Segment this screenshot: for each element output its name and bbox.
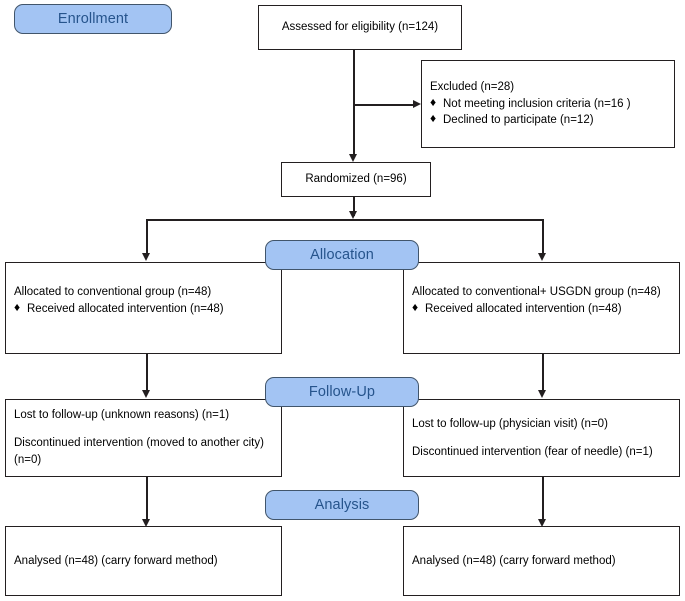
arrowhead-randomized-split: [348, 211, 357, 219]
allocation-left-bullet-text: Received allocated intervention (n=48): [27, 302, 224, 315]
stage-badge-analysis: Analysis: [265, 490, 419, 520]
excluded-reason-text: Declined to participate (n=12): [443, 114, 594, 127]
arrowhead-allocation-left: [142, 253, 150, 261]
connector-followup-right-to-analysis: [542, 477, 544, 523]
follow-up-right-discontinued: Discontinued intervention (fear of needl…: [412, 445, 653, 458]
connector-followup-left-to-analysis: [146, 477, 148, 523]
follow-up-left-discontinued: Discontinued intervention (moved to anot…: [14, 437, 264, 466]
connector-allocation-split: [146, 219, 543, 221]
box-assessed-for-eligibility: Assessed for eligibility (n=124): [258, 5, 462, 50]
box-allocation-right: Allocated to conventional+ USGDN group (…: [403, 262, 680, 354]
stage-badge-allocation: Allocation: [265, 240, 419, 270]
list-item: ♦ Received allocated intervention (n=48): [14, 301, 273, 318]
arrowhead-analysis-left: [142, 519, 150, 527]
assessed-text: Assessed for eligibility (n=124): [281, 21, 439, 34]
connector-assessed-to-randomized: [353, 50, 355, 154]
allocation-right-bullets: ♦ Received allocated intervention (n=48): [412, 301, 671, 318]
stage-badge-follow-up: Follow-Up: [265, 377, 419, 407]
stage-badge-enrollment-label: Enrollment: [57, 11, 129, 27]
box-follow-up-right: Lost to follow-up (physician visit) (n=0…: [403, 399, 680, 477]
randomized-text: Randomized (n=96): [305, 173, 407, 186]
analysis-left-text: Analysed (n=48) (carry forward method): [14, 554, 218, 567]
analysis-right-text: Analysed (n=48) (carry forward method): [412, 554, 616, 567]
arrowhead-followup-right: [538, 390, 546, 398]
arrowhead-to-excluded: [413, 100, 421, 108]
excluded-title: Excluded (n=28): [430, 80, 515, 93]
connector-alloc-left-to-followup: [146, 354, 148, 394]
connector-randomized-stem: [353, 197, 355, 216]
connector-alloc-right-to-followup: [542, 354, 544, 394]
box-excluded: Excluded (n=28) ♦ Not meeting inclusion …: [421, 60, 675, 148]
follow-up-right-lost: Lost to follow-up (physician visit) (n=0…: [412, 417, 608, 430]
connector-split-left: [146, 219, 148, 257]
list-item: ♦ Not meeting inclusion criteria (n=16 ): [430, 96, 666, 113]
list-item: ♦ Received allocated intervention (n=48): [412, 301, 671, 318]
arrowhead-to-randomized: [348, 154, 357, 162]
allocation-right-headline: Allocated to conventional+ USGDN group (…: [412, 286, 661, 298]
box-analysis-left: Analysed (n=48) (carry forward method): [5, 526, 282, 596]
box-analysis-right: Analysed (n=48) (carry forward method): [403, 526, 680, 596]
diamond-bullet-icon: ♦: [14, 299, 21, 314]
list-item: ♦ Declined to participate (n=12): [430, 112, 666, 129]
connector-to-excluded: [353, 104, 415, 106]
stage-badge-allocation-label: Allocation: [310, 247, 374, 263]
diamond-bullet-icon: ♦: [412, 299, 419, 314]
connector-split-right: [542, 219, 544, 257]
arrowhead-analysis-right: [538, 519, 546, 527]
arrowhead-followup-left: [142, 390, 150, 398]
arrowhead-allocation-right: [538, 253, 546, 261]
allocation-left-headline: Allocated to conventional group (n=48): [14, 286, 212, 298]
allocation-right-bullet-text: Received allocated intervention (n=48): [425, 302, 622, 315]
stage-badge-follow-up-label: Follow-Up: [308, 384, 376, 400]
allocation-left-bullets: ♦ Received allocated intervention (n=48): [14, 301, 273, 318]
box-allocation-left: Allocated to conventional group (n=48) ♦…: [5, 262, 282, 354]
excluded-reason-list: ♦ Not meeting inclusion criteria (n=16 )…: [430, 96, 666, 129]
stage-badge-analysis-label: Analysis: [314, 497, 370, 513]
diamond-bullet-icon: ♦: [430, 111, 437, 126]
follow-up-left-lost: Lost to follow-up (unknown reasons) (n=1…: [14, 409, 230, 422]
stage-badge-enrollment: Enrollment: [14, 4, 172, 34]
diamond-bullet-icon: ♦: [430, 94, 437, 109]
box-randomized: Randomized (n=96): [281, 162, 431, 197]
box-follow-up-left: Lost to follow-up (unknown reasons) (n=1…: [5, 399, 282, 477]
excluded-reason-text: Not meeting inclusion criteria (n=16 ): [443, 97, 631, 110]
